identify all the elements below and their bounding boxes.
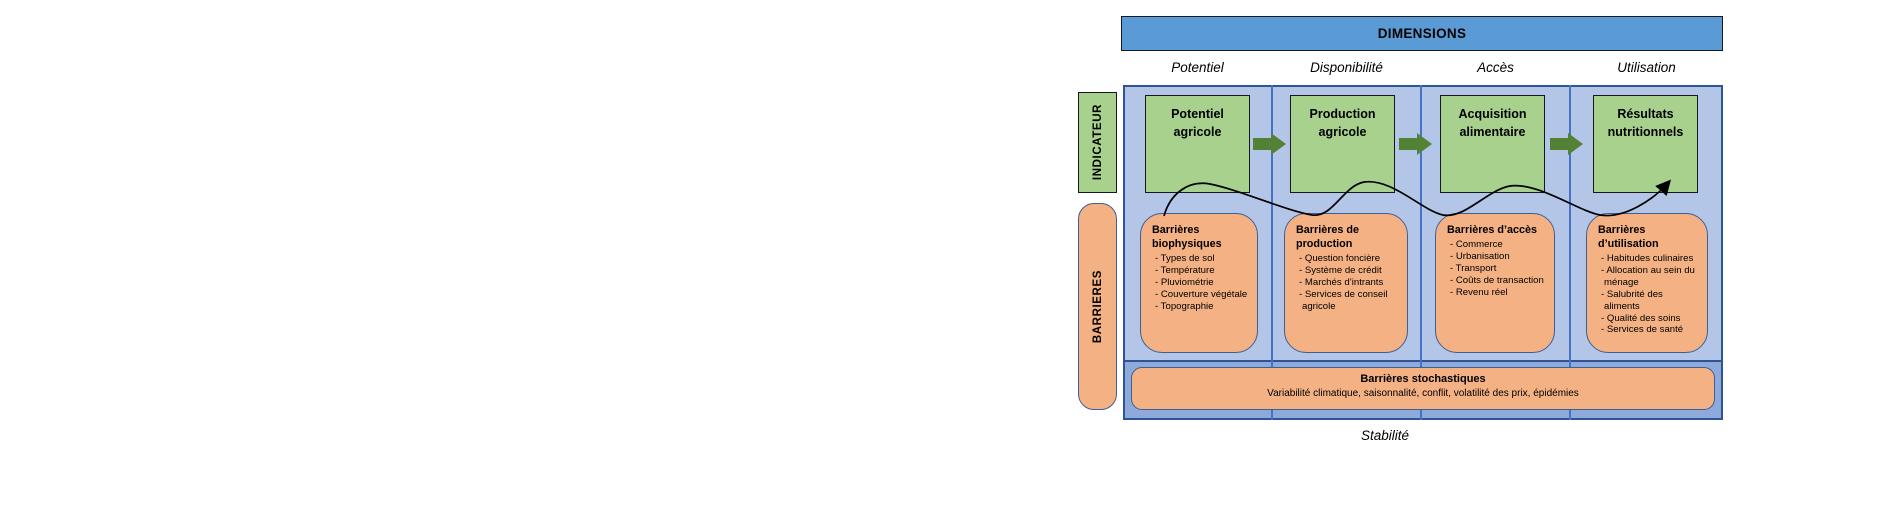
barrier-item: - Types de sol [1155, 253, 1215, 265]
dimension-label-disponibilite: Disponibilité [1310, 60, 1383, 75]
indicator-text: Potentiel agricole [1171, 107, 1224, 140]
barrier-box-production: Barrières de production - Question fonci… [1284, 213, 1408, 353]
barrier-item: - Température [1155, 264, 1215, 276]
stability-label: Stabilité [1360, 428, 1410, 443]
arrow-head [1417, 133, 1432, 155]
indicator-box-acquisition-alimentaire: Acquisition alimentaire [1440, 95, 1545, 193]
barrier-item: - Topographie [1155, 300, 1214, 312]
barrier-item: - Coûts de transaction [1450, 274, 1544, 286]
barrieres-label-text: BARRIERES [1091, 269, 1104, 344]
barrier-box-biophysiques: Barrières biophysiques - Types de sol - … [1140, 213, 1258, 353]
barrier-title: Barrières biophysiques [1152, 224, 1222, 251]
dimension-label-acces: Accès [1477, 60, 1514, 75]
barrier-title: Barrières d’accès [1447, 224, 1538, 236]
arrow-shaft [1253, 138, 1271, 150]
column-divider-2 [1420, 85, 1422, 420]
indicator-box-resultats-nutritionnels: Résultats nutritionnels [1593, 95, 1698, 193]
flow-arrow-icon [1399, 133, 1432, 155]
barrier-item: - Salubrité des aliments [1601, 288, 1663, 312]
barrier-item: - Habitudes culinaires [1601, 253, 1694, 265]
dimension-label-potentiel: Potentiel [1171, 60, 1224, 75]
indicator-text: Production agricole [1309, 107, 1376, 140]
indicateur-label-text: INDICATEUR [1091, 104, 1104, 181]
barrier-item: - Marchés d’intrants [1299, 276, 1384, 288]
row-label-barrieres: BARRIERES [1078, 203, 1117, 410]
arrow-head [1271, 133, 1286, 155]
column-divider-3 [1569, 85, 1571, 420]
stochastic-barriers-box: Barrières stochastiques Variabilité clim… [1131, 367, 1715, 410]
dimensions-header-bar: DIMENSIONS [1121, 16, 1723, 51]
barrier-item: - Pluviométrie [1155, 276, 1214, 288]
indicator-text: Résultats nutritionnels [1607, 107, 1684, 140]
barrier-box-utilisation: Barrières d’utilisation - Habitudes culi… [1586, 213, 1708, 353]
stochastic-title: Barrières stochastiques [1360, 373, 1486, 385]
barrier-item: - Transport [1450, 262, 1497, 274]
barrier-item: - Couverture végétale [1155, 288, 1248, 300]
barrier-item: - Urbanisation [1450, 250, 1510, 262]
row-label-indicateur: INDICATEUR [1078, 92, 1117, 193]
barrier-item: - Système de crédit [1299, 264, 1382, 276]
arrow-head [1568, 133, 1583, 155]
indicator-text: Acquisition alimentaire [1458, 107, 1527, 140]
barrier-item: - Revenu réel [1450, 286, 1508, 298]
barrier-title: Barrières de production [1296, 224, 1360, 251]
flow-arrow-icon [1550, 133, 1583, 155]
indicator-box-production-agricole: Production agricole [1290, 95, 1395, 193]
barrier-item: - Question foncière [1299, 253, 1381, 265]
dimension-label-utilisation: Utilisation [1617, 60, 1676, 75]
barrier-box-acces: Barrières d’accès - Commerce - Urbanisat… [1435, 213, 1555, 353]
barrier-title: Barrières d’utilisation [1598, 224, 1659, 251]
barrier-item: - Allocation au sein du ménage [1601, 264, 1695, 288]
barrier-item: - Services de conseil agricole [1299, 288, 1388, 312]
stochastic-subtitle: Variabilité climatique, saisonnalité, co… [1267, 388, 1579, 400]
indicator-box-potentiel-agricole: Potentiel agricole [1145, 95, 1250, 193]
barrier-item: - Qualité des soins [1601, 312, 1681, 324]
arrow-shaft [1550, 138, 1568, 150]
arrow-shaft [1399, 138, 1417, 150]
column-divider-1 [1271, 85, 1273, 420]
barrier-item: - Services de santé [1601, 324, 1684, 336]
dimensions-title: DIMENSIONS [1377, 26, 1467, 41]
flow-arrow-icon [1253, 133, 1286, 155]
barrier-item: - Commerce [1450, 239, 1503, 251]
